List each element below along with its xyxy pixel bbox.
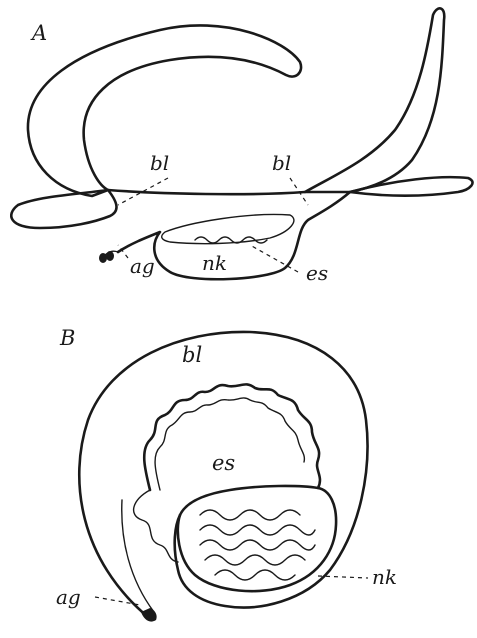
figure-a-nephridium-inner-outline (162, 214, 294, 243)
figure-b-label-ag: ag (56, 585, 81, 609)
figure-b-label-es: es (212, 451, 235, 475)
figure-a-label-es: es (306, 261, 328, 285)
figure-b: B bl es ag nk (56, 326, 397, 622)
figure-a-gland-bulb-1 (99, 253, 107, 263)
figure-a-bladder-right-lobe (350, 177, 473, 196)
figure-b-panel-label: B (59, 326, 75, 350)
figure-a-label-bl-right: bl (272, 151, 291, 175)
figure-a: A bl bl ag nk es (11, 8, 472, 285)
figure-a-gland-bulb-2 (106, 251, 114, 261)
figure-b-end-sac-lumen (155, 398, 304, 490)
figure-b-left-folds (134, 490, 178, 562)
figure-b-nephridium-outline (178, 486, 336, 591)
figure-a-label-ag: ag (130, 254, 155, 278)
figure-a-label-nk: nk (202, 251, 227, 275)
figure-a-panel-label: A (30, 21, 47, 45)
figure-b-label-nk: nk (372, 565, 397, 589)
figure-b-gland-tip (141, 608, 157, 622)
figure-a-label-bl-left: bl (150, 151, 169, 175)
figure-b-label-bl: bl (182, 343, 202, 367)
figure-a-bladder-left-lobe (11, 190, 116, 228)
figure-a-bladder-right-arm (305, 8, 444, 192)
figure-b-nephridium-folds (200, 510, 315, 580)
